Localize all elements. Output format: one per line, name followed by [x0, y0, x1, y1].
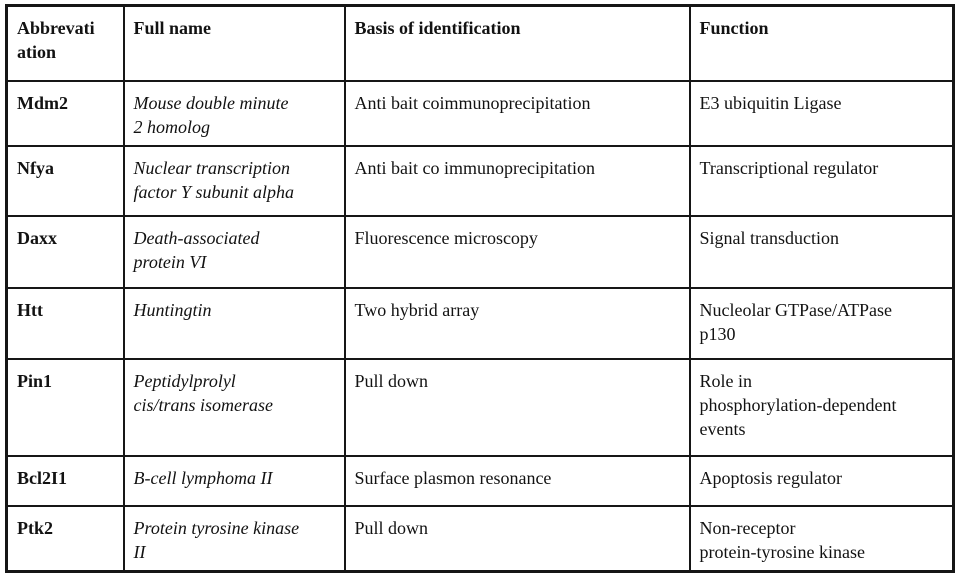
cell-function: Signal transduction — [688, 214, 955, 289]
cell-function: Nucleolar GTPase/ATPase p130 — [688, 286, 955, 360]
cell-basis: Two hybrid array — [343, 286, 691, 360]
cell-basis: Anti bait coimmunoprecipitation — [343, 79, 691, 147]
cell-basis: Fluorescence microscopy — [343, 214, 691, 289]
cell-function: Transcriptional regulator — [688, 144, 955, 217]
table-row: Nfya Nuclear transcription factor Y subu… — [5, 144, 955, 217]
table-row: Pin1 Peptidylprolyl cis/trans isomerase … — [5, 357, 955, 457]
cell-abbreviation: Daxx — [5, 214, 125, 289]
cell-abbreviation: Ptk2 — [5, 504, 125, 573]
table-row: Htt Huntingtin Two hybrid array Nucleola… — [5, 286, 955, 360]
protein-interaction-table: Abbrevati ation Full name Basis of ident… — [5, 4, 955, 573]
cell-function: E3 ubiquitin Ligase — [688, 79, 955, 147]
column-header-function: Function — [688, 4, 955, 82]
cell-basis: Anti bait co immunoprecipitation — [343, 144, 691, 217]
cell-full-name: Protein tyrosine kinase II — [122, 504, 346, 573]
cell-full-name: B-cell lymphoma II — [122, 454, 346, 507]
cell-abbreviation: Mdm2 — [5, 79, 125, 147]
cell-full-name: Mouse double minute 2 homolog — [122, 79, 346, 147]
column-header-full-name: Full name — [122, 4, 346, 82]
table-row: Bcl2I1 B-cell lymphoma II Surface plasmo… — [5, 454, 955, 507]
cell-function: Non-receptor protein-tyrosine kinase — [688, 504, 955, 573]
table-header-row: Abbrevati ation Full name Basis of ident… — [5, 4, 955, 82]
cell-full-name: Death-associated protein VI — [122, 214, 346, 289]
cell-function: Role in phosphorylation-dependent events — [688, 357, 955, 457]
cell-full-name: Huntingtin — [122, 286, 346, 360]
cell-abbreviation: Nfya — [5, 144, 125, 217]
cell-abbreviation: Bcl2I1 — [5, 454, 125, 507]
table-row: Mdm2 Mouse double minute 2 homolog Anti … — [5, 79, 955, 147]
cell-function: Apoptosis regulator — [688, 454, 955, 507]
cell-basis: Pull down — [343, 504, 691, 573]
table-row: Daxx Death-associated protein VI Fluores… — [5, 214, 955, 289]
cell-full-name: Nuclear transcription factor Y subunit a… — [122, 144, 346, 217]
column-header-basis: Basis of identification — [343, 4, 691, 82]
cell-basis: Surface plasmon resonance — [343, 454, 691, 507]
cell-basis: Pull down — [343, 357, 691, 457]
table-row: Ptk2 Protein tyrosine kinase II Pull dow… — [5, 504, 955, 573]
column-header-abbreviation: Abbrevati ation — [5, 4, 125, 82]
cell-full-name: Peptidylprolyl cis/trans isomerase — [122, 357, 346, 457]
cell-abbreviation: Pin1 — [5, 357, 125, 457]
cell-abbreviation: Htt — [5, 286, 125, 360]
